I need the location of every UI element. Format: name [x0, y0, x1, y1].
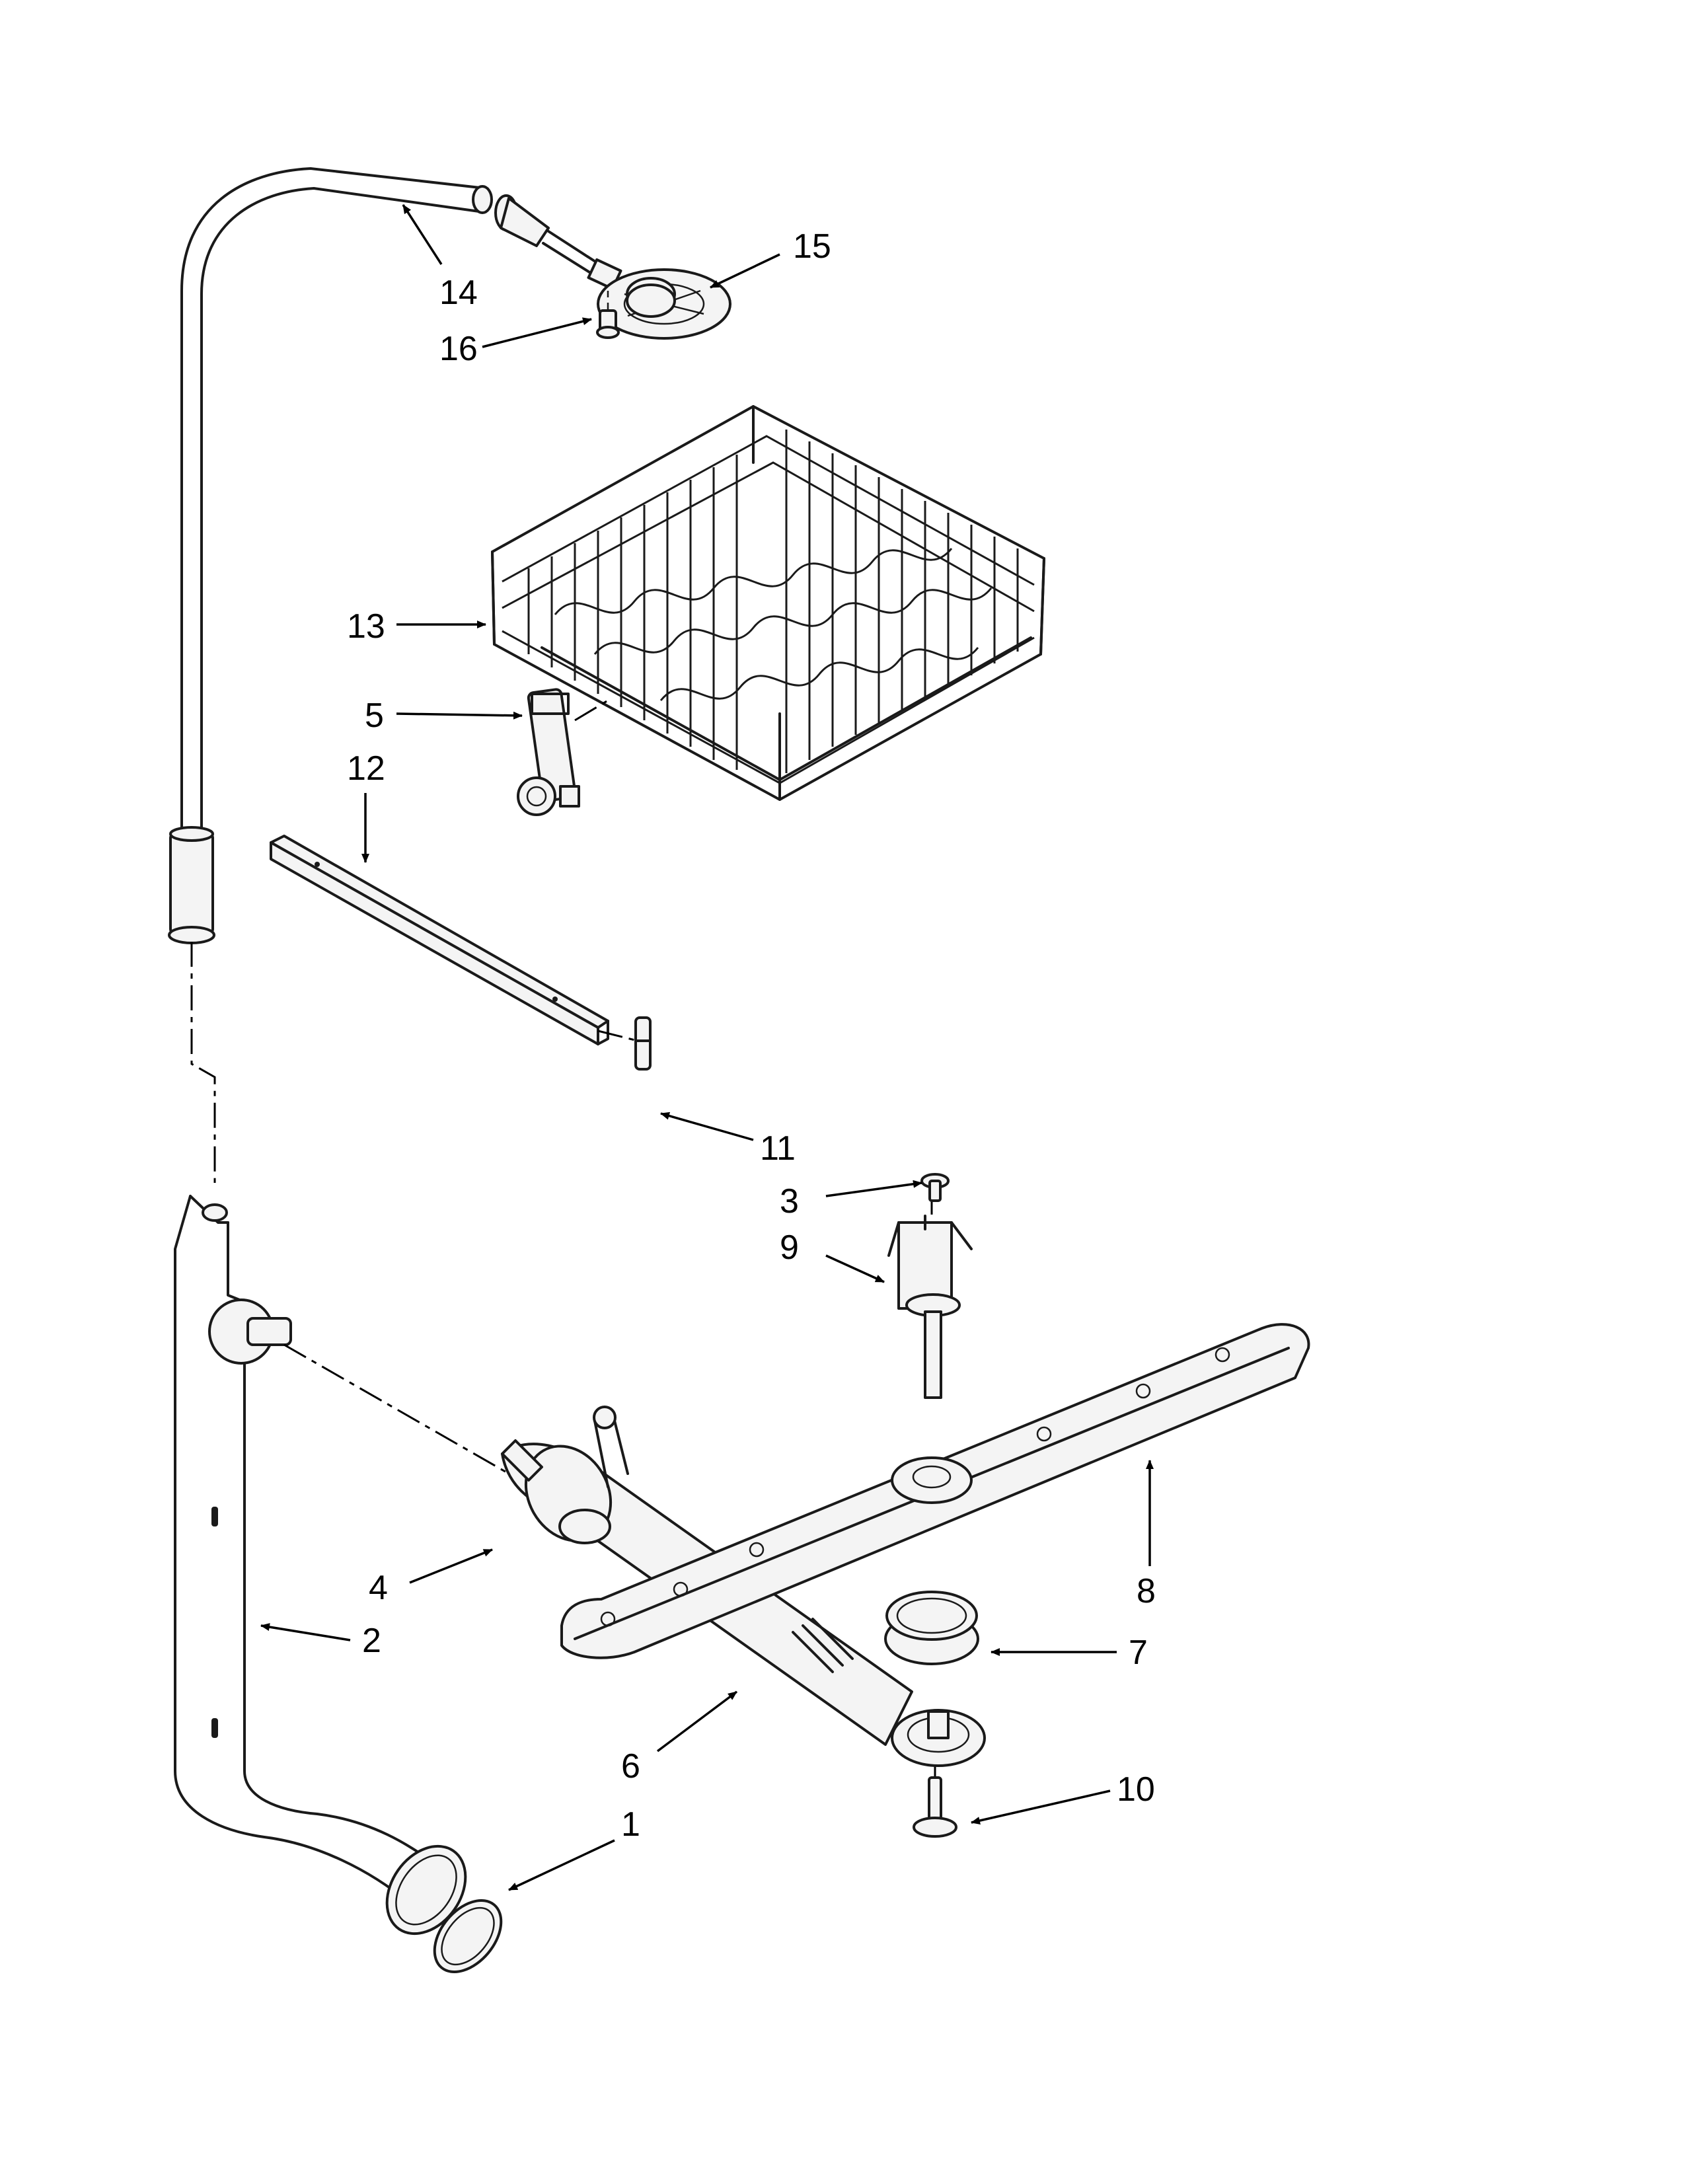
part-8-lower-spray-arm [560, 1323, 1310, 1659]
callout-5: 5 [365, 697, 384, 735]
callout-3: 3 [780, 1182, 799, 1221]
callout-6: 6 [621, 1747, 640, 1786]
part-12-dishrack-rail [270, 835, 609, 1045]
part-4-spray-tube-clip [501, 1406, 629, 1544]
callout-16: 16 [439, 330, 478, 368]
part-11-rail-stop [597, 1016, 652, 1071]
callout-1: 1 [621, 1805, 640, 1844]
part-7-seal-ring [884, 1591, 979, 1665]
part-5-rack-adjuster [517, 688, 609, 816]
callout-labels: 1 2 3 4 5 6 7 8 9 10 11 12 13 14 15 16 [347, 227, 1156, 1844]
part-14-upper-spray-tube [168, 167, 493, 944]
connection-line-tube [190, 942, 216, 1183]
callout-7: 7 [1129, 1634, 1148, 1672]
callout-2: 2 [362, 1622, 381, 1660]
callout-10: 10 [1117, 1770, 1155, 1809]
callout-15: 15 [793, 227, 831, 266]
part-16-screw [596, 291, 620, 339]
part-15-upper-spray-nozzle [494, 194, 731, 340]
part-1-o-ring [433, 1899, 503, 1974]
part-13-upper-dishrack [491, 405, 1045, 801]
callout-13: 13 [347, 607, 385, 646]
callout-4: 4 [369, 1569, 388, 1607]
part-2-lower-supply-manifold [174, 1195, 467, 1936]
callout-9: 9 [780, 1228, 799, 1267]
callout-14: 14 [439, 274, 478, 312]
connection-line-manifold [283, 1343, 509, 1475]
part-10-screw [913, 1776, 957, 1838]
callout-8: 8 [1137, 1572, 1156, 1610]
callout-11: 11 [760, 1129, 796, 1168]
callout-leaders [260, 204, 1154, 1891]
part-3-screw [920, 1173, 950, 1202]
callout-12: 12 [347, 749, 385, 788]
part-9-spray-arm-mount [887, 1215, 973, 1399]
